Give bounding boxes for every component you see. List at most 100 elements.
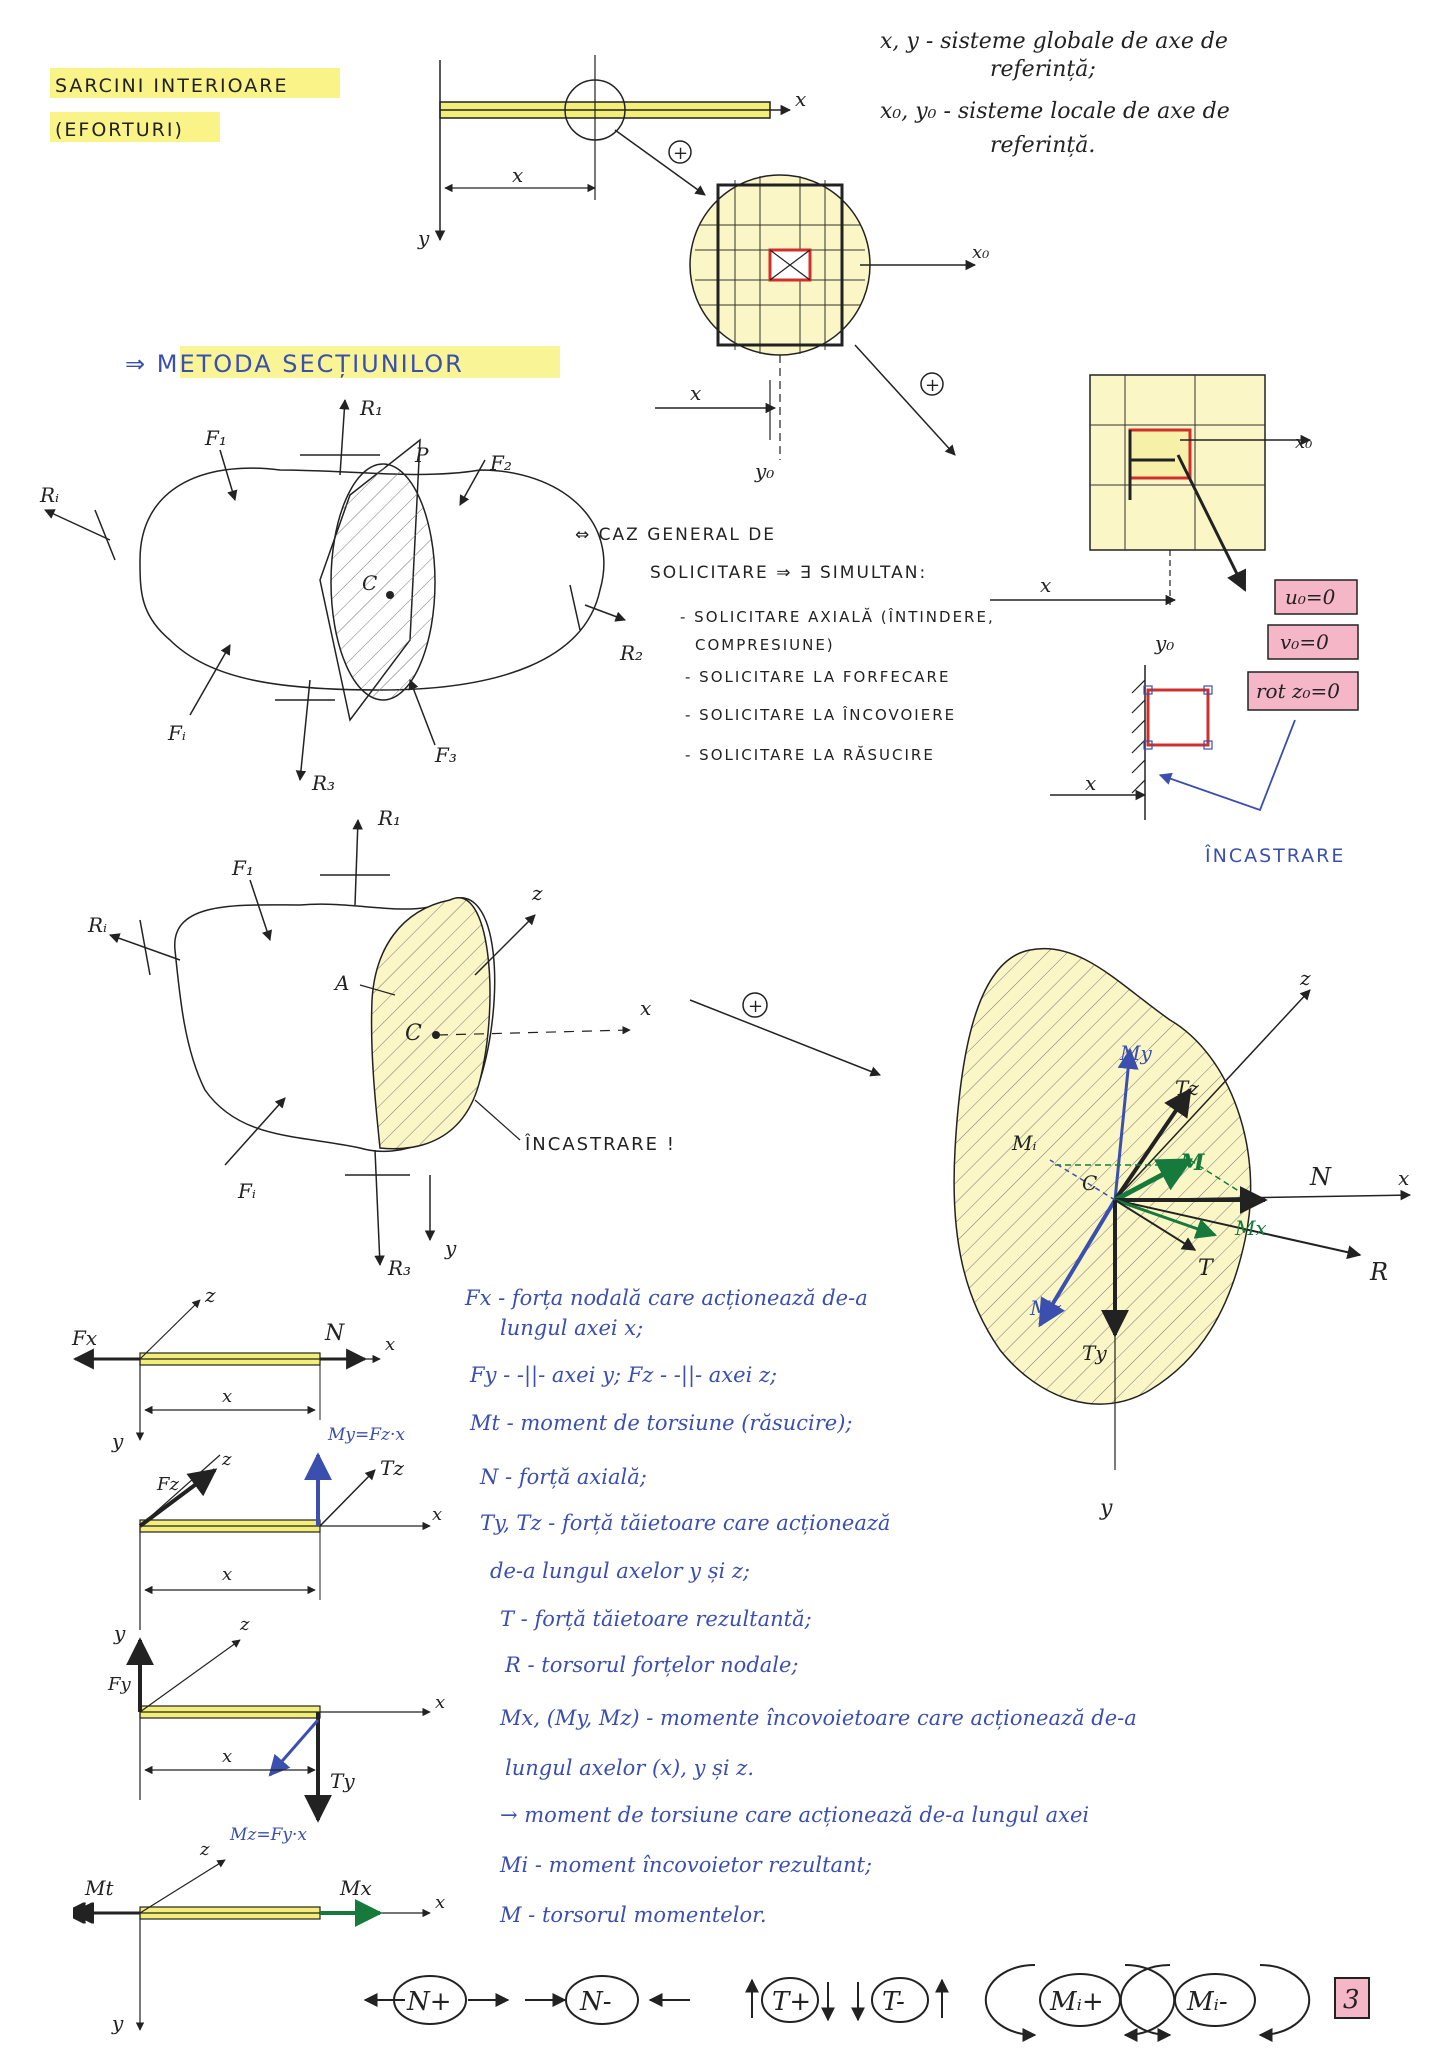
beam2-end: Tz [380, 1456, 404, 1480]
label-x-section: x [1398, 1166, 1409, 1190]
label-x-cut: x [640, 996, 651, 1020]
definition-13: Mi - moment încovoietor rezultant; [499, 1853, 872, 1877]
beam2-x-dim: x [222, 1564, 232, 1585]
beam1-z: z [204, 1283, 216, 1307]
definition-12: → moment de torsiune care acționează de-… [500, 1803, 1089, 1827]
coord-note-2: referință; [990, 57, 1096, 82]
definition-6: Ty, Tz - forță tăietoare care acționează [480, 1511, 890, 1535]
definition-4: Mt - moment de torsiune (răsucire); [469, 1411, 853, 1435]
title-line2: (EFORTURI) [55, 119, 184, 141]
label-a-cut: A [333, 971, 349, 995]
beam3-x-axis: x [435, 1692, 445, 1713]
plus-sign-2: + [925, 375, 940, 396]
beam3-force: Fy [107, 1674, 131, 1695]
definitions-list: Fx - forța nodală care acționează de-a l… [464, 1286, 1137, 1927]
label-f2-body: F₂ [489, 451, 512, 475]
sign-mi-plus: Mᵢ+ [1049, 1987, 1104, 2017]
beam-diagram-1: Fx N z x x y [71, 1283, 395, 1453]
coord-note-4: referință. [990, 133, 1095, 158]
definition-9: R - torsorul forțelor nodale; [504, 1653, 799, 1677]
label-r-section: R [1369, 1258, 1388, 1286]
definition-7: de-a lungul axelor y și z; [490, 1559, 750, 1583]
beam3-x-dim: x [222, 1746, 232, 1767]
body-section-diagram: C P F₁ F₂ F₃ Fᵢ R₁ Rᵢ R₂ R₃ [39, 396, 643, 795]
beam3-z: z [239, 1614, 250, 1635]
page-number: 3 [1343, 1985, 1360, 2015]
definition-14: M - torsorul momentelor. [499, 1903, 767, 1927]
definition-1: Fx - forța nodală care acționează de-a [464, 1286, 868, 1310]
coord-note-3: x₀, y₀ - sisteme locale de axe de [880, 99, 1230, 124]
label-mz-section: Mz [1029, 1296, 1061, 1320]
plus-sign-3: + [748, 996, 763, 1017]
label-y0-square: y₀ [1154, 631, 1174, 655]
label-mi-section: Mᵢ [1011, 1131, 1037, 1155]
boundary-conditions: u₀=0 v₀=0 rot z₀=0 x ÎNCASTRARE [1050, 579, 1359, 867]
label-ri-cut: Rᵢ [87, 913, 107, 937]
general-case-item3: - SOLICITARE LA FORFECARE [685, 668, 950, 686]
label-n-section: N [1309, 1163, 1332, 1191]
boundary-u: u₀=0 [1285, 585, 1336, 609]
general-case-text: ⇔ CAZ GENERAL DE SOLICITARE ⇒ ∃ SIMULTAN… [575, 525, 993, 764]
beam2-x-axis: x [432, 1504, 442, 1525]
boundary-label: ÎNCASTRARE [1204, 844, 1345, 867]
label-r3-cut: R₃ [387, 1256, 411, 1280]
boundary-rot: rot z₀=0 [1256, 679, 1340, 703]
definition-3: Fy - -||- axei y; Fz - -||- axei z; [469, 1363, 777, 1388]
label-mx-section: Mx [1234, 1216, 1267, 1240]
sign-n-minus: N- [579, 1987, 612, 2017]
definition-2: lungul axei x; [500, 1316, 643, 1340]
label-y-axis: y [417, 226, 430, 250]
label-fi-body: Fᵢ [167, 721, 186, 745]
label-r1-body: R₁ [359, 396, 383, 420]
label-ri-body: Rᵢ [39, 483, 59, 507]
label-r2-body: R₂ [619, 641, 643, 665]
coordinate-notes: x, y - sisteme globale de axe de referin… [880, 29, 1230, 158]
beam4-z: z [199, 1839, 210, 1860]
label-y-section: y [1099, 1496, 1113, 1521]
label-fi-cut: Fᵢ [237, 1179, 256, 1203]
label-x-axis: x [795, 87, 806, 111]
sign-conventions: N+ N- T+ T- Mᵢ+ Mᵢ- [363, 1964, 1311, 2042]
general-case-heading2: SOLICITARE ⇒ ∃ SIMULTAN: [650, 563, 927, 583]
label-y0-circle: y₀ [754, 459, 774, 483]
label-y-cut: y [444, 1236, 457, 1260]
label-x0-square: x₀ [1295, 432, 1312, 453]
beam3-y-up: y [113, 1621, 126, 1645]
label-c-cut: C [405, 1021, 422, 1046]
general-case-heading1: ⇔ CAZ GENERAL DE [575, 525, 776, 545]
label-x-circle: x [690, 381, 701, 405]
body-cut-diagram: C x z A y ÎNCASTRARE ! F₁ Fᵢ R₁ Rᵢ R₃ + [87, 806, 881, 1280]
label-t-section: T [1198, 1256, 1215, 1281]
general-case-item4: - SOLICITARE LA ÎNCOVOIERE [685, 705, 956, 724]
beam-diagram-2: Fz z Tz My=Fz·x x x [138, 1425, 442, 1630]
label-x-square: x [1040, 573, 1051, 597]
beam4-y-axis: y [111, 2011, 124, 2035]
section-force-components: z x y My Tz M N R Mx T Mz Ty Mᵢ C [953, 947, 1412, 1521]
label-r3-body: R₃ [311, 771, 335, 795]
beam2-force: Fz [156, 1474, 179, 1495]
label-ty-section: Ty [1082, 1341, 1107, 1365]
title-block: SARCINI INTERIOARE (EFORTURI) [50, 68, 340, 142]
sign-t-plus: T+ [772, 1987, 811, 2017]
label-c-section: C [362, 571, 377, 595]
definition-11: lungul axelor (x), y și z. [505, 1756, 754, 1780]
element-grid-square: x₀ y₀ x [990, 374, 1312, 655]
label-r1-cut: R₁ [377, 806, 401, 830]
label-x-dim: x [512, 163, 523, 187]
label-f1-body: F₁ [204, 426, 227, 450]
beam4-x-axis: x [435, 1892, 445, 1913]
beam4-moment: Mz=Fy·x [229, 1825, 307, 1845]
beam4-end: Mx [339, 1876, 372, 1900]
label-tz-section: Tz [1175, 1076, 1199, 1100]
beam1-x-dim: x [222, 1386, 232, 1407]
beam1-force: Fx [71, 1326, 97, 1350]
method-title: ⇒ METODA SECȚIUNILOR [125, 350, 464, 378]
beam3-end: Ty [330, 1769, 355, 1793]
label-z-section: z [1299, 966, 1311, 990]
label-z-cut: z [531, 881, 543, 905]
definition-8: T - forță tăietoare rezultantă; [500, 1607, 812, 1631]
beam-diagram-4: Mt Mx z Mz=Fy·x y x [75, 1825, 445, 2035]
general-case-item2: COMPRESIUNE) [695, 636, 835, 654]
label-x-boundary: x [1085, 771, 1096, 795]
